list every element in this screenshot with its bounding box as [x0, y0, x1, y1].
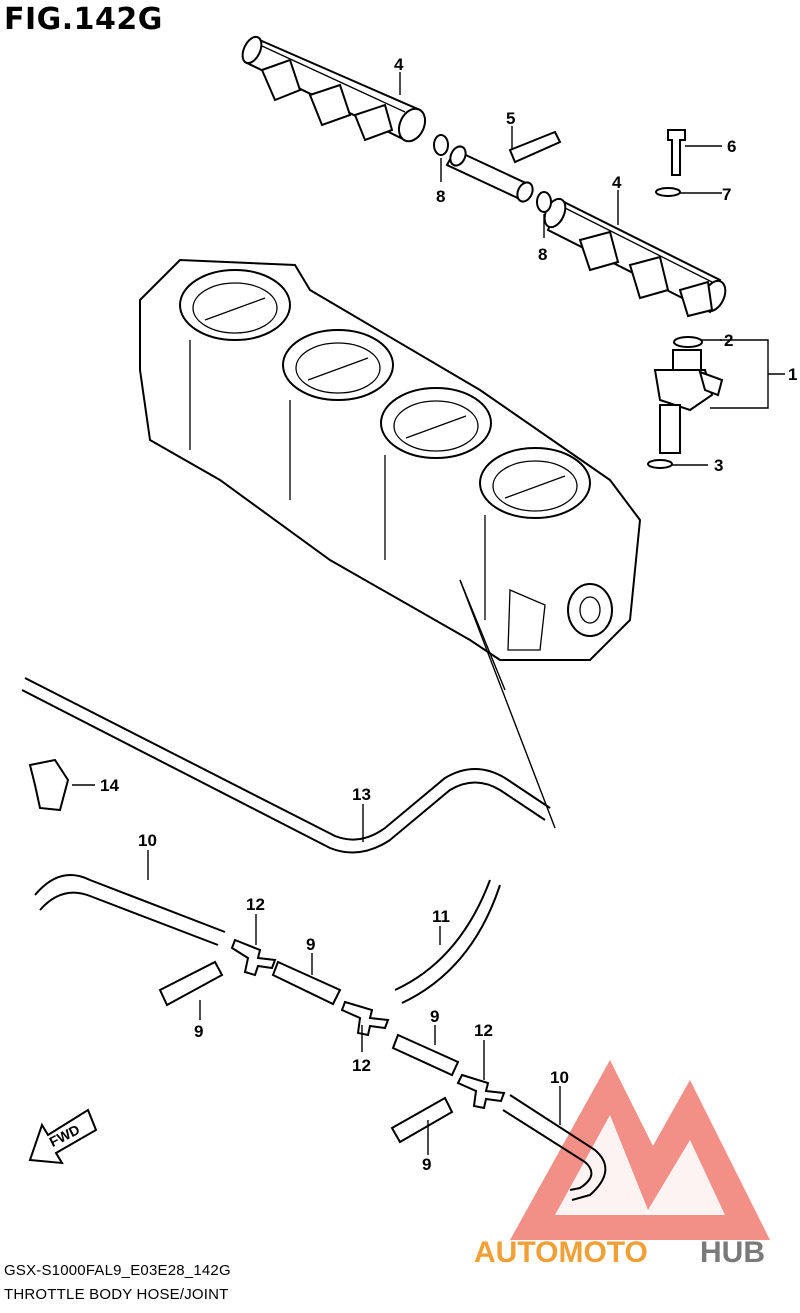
callout-8-right: 8 [538, 245, 547, 264]
watermark-brand-part2: HUB [700, 1236, 765, 1269]
callout-11: 11 [432, 907, 450, 926]
callout-10-right: 10 [550, 1068, 569, 1087]
hose-10-left [34, 874, 226, 933]
callout-7: 7 [722, 185, 731, 204]
joint-12b [340, 1000, 390, 1037]
hose-9b [271, 960, 342, 1006]
hose-9a [158, 960, 224, 1007]
hose-13 [21, 689, 546, 854]
hose-10-left-edge [39, 891, 219, 946]
o-ring-8b [536, 191, 552, 213]
joint-12a [230, 938, 277, 977]
bolt-6 [667, 129, 686, 176]
callout-4-right: 4 [612, 173, 622, 192]
callout-10-left: 10 [138, 831, 157, 850]
hose-11 [394, 879, 491, 991]
fuel-delivery-pipe-upper [241, 35, 427, 143]
callout-9-left: 9 [194, 1022, 203, 1041]
callout-3: 3 [714, 456, 723, 475]
model-code: GSX-S1000FAL9_E03E28_142G [4, 1262, 231, 1279]
callout-1: 1 [788, 365, 797, 384]
callout-6: 6 [727, 137, 736, 156]
throttle-body-assembly [139, 258, 642, 661]
watermark-logo-icon [510, 1060, 770, 1240]
hose-11-edge [401, 884, 501, 1004]
callout-12-middle: 12 [352, 1056, 371, 1075]
hose-10-right-edge [502, 1109, 593, 1191]
hose-9c [391, 1033, 460, 1077]
joint-12c [456, 1073, 506, 1110]
fwd-arrow-icon [28, 1108, 98, 1165]
fuel-delivery-pipe-right [543, 197, 727, 318]
callout-12-left: 12 [246, 895, 265, 914]
clamp-14 [28, 758, 70, 812]
hose-13-edge [24, 677, 551, 841]
figure-title: FIG.142G [4, 2, 163, 37]
watermark-brand-part1: AUTOMOTO [474, 1236, 648, 1269]
fuel-joint [445, 130, 562, 203]
washer-7 [655, 187, 681, 197]
callout-4-upper: 4 [394, 55, 404, 74]
o-ring-8a [433, 134, 449, 156]
hose-10-right [509, 1094, 607, 1201]
callout-5: 5 [506, 109, 515, 128]
callout-9-middle: 9 [430, 1007, 439, 1026]
callout-13: 13 [352, 785, 371, 804]
callout-12-right: 12 [474, 1021, 493, 1040]
section-title: THROTTLE BODY HOSE/JOINT [4, 1286, 229, 1303]
pointer-line-b [459, 579, 506, 691]
hose-9d [390, 1096, 454, 1144]
callout-8-left: 8 [436, 187, 445, 206]
fuel-injector [647, 336, 724, 469]
callout-9-top: 9 [306, 935, 315, 954]
callout-14: 14 [100, 776, 119, 795]
pointer-line-a [459, 579, 556, 829]
callout-2: 2 [724, 331, 733, 350]
callout-9-bottom: 9 [422, 1155, 431, 1174]
